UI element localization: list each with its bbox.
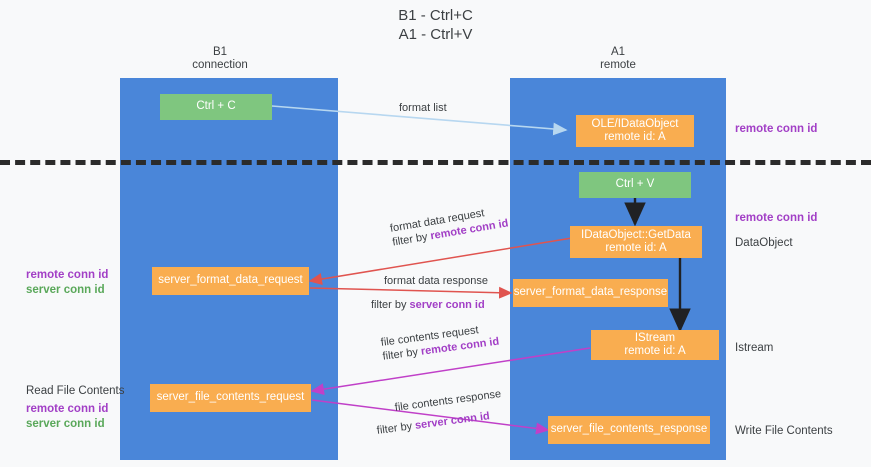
filter-prefix: filter by [381,345,422,363]
filter-prefix: filter by [371,299,410,311]
left-label-read-file-contents: Read File Contents [26,384,124,399]
node-server-file-contents-response[interactable]: server_file_contents_response [548,416,710,444]
left-label-server-conn-id-bottom: server conn id [26,417,105,430]
node-getdata[interactable]: IDataObject::GetData remote id: A [570,226,702,258]
left-label-server-conn-id-mid: server conn id [26,283,105,296]
node-istream[interactable]: IStream remote id: A [591,330,719,360]
lane-header-b1-name: B1 [212,46,228,58]
node-istream-line2: remote id: A [624,345,686,357]
phase-divider [0,160,871,165]
lane-header-a1-name: A1 [610,46,626,58]
node-data-object[interactable]: OLE/IDataObject remote id: A [576,115,694,147]
edge-label-format-data-response-text: format data response [384,275,488,287]
edge-label-file-contents-request: file contents request filter by remote c… [380,321,500,364]
edge-format-data-response [309,286,513,299]
left-label-conn-ids-bottom: remote conn id server conn id [26,402,108,431]
right-label-remote-conn-id-top: remote conn id [735,122,817,137]
node-ctrl-v-label: Ctrl + V [615,178,655,191]
edge-label-file-contents-response-filter: filter by server conn id [376,409,491,438]
title-line-1: B1 - Ctrl+C [398,7,473,24]
edge-label-format-data-request: format data request filter by remote con… [389,203,509,250]
right-label-remote-conn-id-mid-text: remote conn id [735,212,818,224]
lane-header-a1: A1 remote [548,46,688,72]
filter-key: server conn id [414,410,491,432]
edge-label-format-list: format list [399,101,447,115]
filter-key: server conn id [409,299,485,311]
node-getdata-line1: IDataObject::GetData [581,228,691,241]
node-ctrl-c[interactable]: Ctrl + C [160,94,272,120]
node-server-file-contents-request-label: server_file_contents_request [156,391,305,404]
left-label-remote-conn-id-bottom: remote conn id [26,403,109,415]
right-label-write-file-contents: Write File Contents [735,424,833,439]
edge-label-format-list-text: format list [399,102,447,114]
filter-prefix: filter by [376,419,416,437]
node-server-format-data-response[interactable]: server_format_data_response [513,279,668,307]
node-getdata-line2: remote id: A [605,242,667,254]
node-data-object-line1: OLE/IDataObject [591,117,679,130]
right-label-data-object: DataObject [735,236,793,251]
page-title: B1 - Ctrl+C A1 - Ctrl+V [0,6,871,44]
node-ctrl-c-label: Ctrl + C [196,100,236,113]
edge-label-format-data-response: format data response [384,274,488,288]
node-istream-line1: IStream [634,331,676,344]
node-server-format-data-response-label: server_format_data_response [513,286,668,299]
left-label-remote-conn-id-mid: remote conn id [26,269,109,281]
left-label-read-file-contents-text: Read File Contents [26,385,125,397]
left-label-conn-ids-mid: remote conn id server conn id [26,268,108,297]
right-label-write-file-contents-text: Write File Contents [735,425,833,437]
lane-header-b1: B1 connection [150,46,290,72]
lane-header-b1-sub: connection [192,59,248,71]
node-server-file-contents-request[interactable]: server_file_contents_request [150,384,311,412]
node-server-file-contents-response-label: server_file_contents_response [550,423,708,436]
right-label-istream-text: Istream [735,342,774,354]
node-server-format-data-request-label: server_format_data_request [158,274,303,287]
right-label-remote-conn-id-top-text: remote conn id [735,123,818,135]
right-label-istream: Istream [735,341,773,356]
title-line-2: A1 - Ctrl+V [398,26,473,43]
edge-label-format-data-response-filter: filter by server conn id [371,298,485,312]
node-data-object-line2: remote id: A [604,131,666,143]
node-ctrl-v[interactable]: Ctrl + V [579,172,691,198]
node-server-format-data-request[interactable]: server_format_data_request [152,267,309,295]
lane-header-a1-sub: remote [600,59,636,71]
right-label-data-object-text: DataObject [735,237,793,249]
right-label-remote-conn-id-mid: remote conn id [735,211,817,226]
